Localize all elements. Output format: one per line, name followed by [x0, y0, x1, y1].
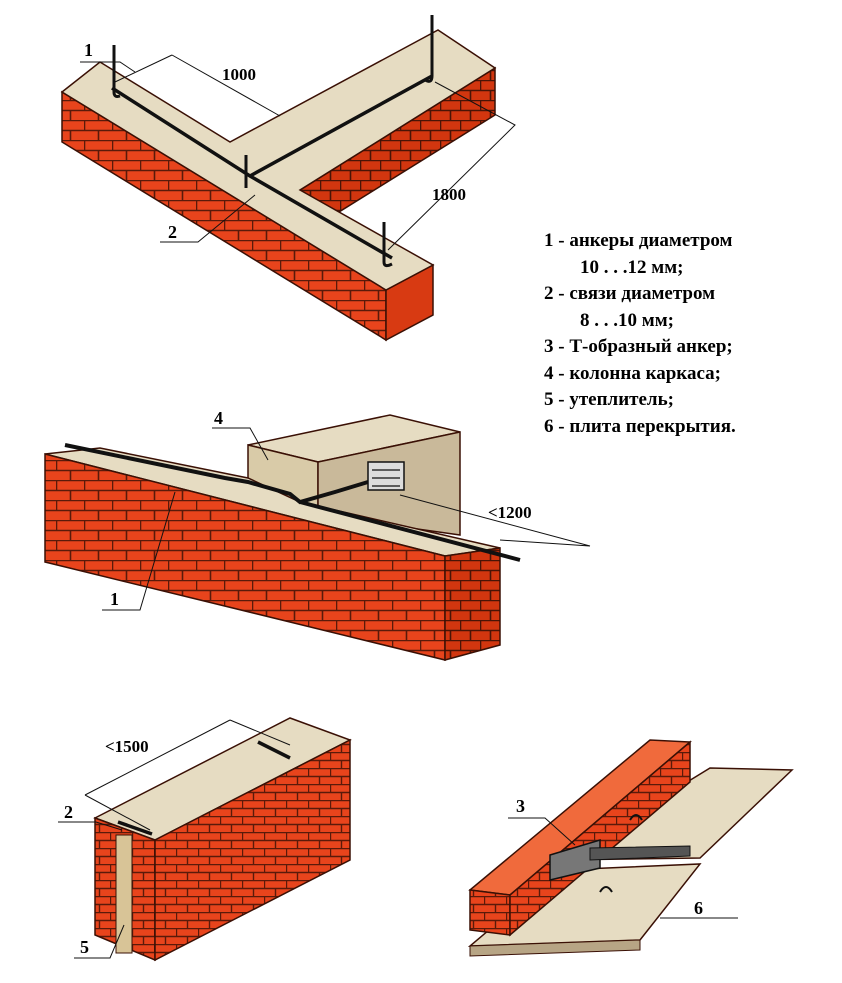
- iw-insulation: [115, 834, 133, 954]
- legend-item-2-cont: 8 . . .10 мм;: [580, 309, 674, 331]
- callout-top-1: 1: [84, 40, 93, 60]
- callout-br-3: 3: [516, 796, 525, 816]
- legend-item-2: 2 - связи диаметром: [544, 283, 716, 304]
- callout-bl-2: 2: [64, 802, 73, 822]
- legend-item-3: 3 - Т-образный анкер;: [544, 336, 733, 357]
- t-anchor-branch: [424, 15, 434, 83]
- legend: 1 - анкеры диаметром 10 . . .12 мм; 2 - …: [544, 228, 834, 440]
- t-junction-wall: 1000 1800 1 2: [60, 15, 516, 342]
- column-anchor-rod: [64, 443, 521, 562]
- lifting-loop-1: [629, 814, 643, 821]
- dim-line-1000: [114, 54, 281, 117]
- t-tie-rod-branch: [249, 74, 433, 178]
- slab-anchor: 3 6: [467, 739, 794, 957]
- slab-edge: [469, 939, 641, 957]
- column-wall: <1200 4 1: [44, 408, 591, 661]
- t-anchor-end: [382, 222, 393, 268]
- wall-end: [444, 547, 501, 661]
- callout-br-6: 6: [694, 898, 703, 918]
- anchor-plate: [367, 461, 405, 491]
- br-wall-face: [469, 889, 511, 936]
- legend-item-1: 1 - анкеры диаметром: [544, 230, 733, 251]
- callout-bl-5: 5: [80, 937, 89, 957]
- t-anchor: [549, 838, 601, 881]
- dim-line-1500: [84, 719, 291, 831]
- legend-item-4: 4 - колонна каркаса;: [544, 362, 721, 384]
- iw-tie-rod: [117, 740, 291, 836]
- dim-line-1800: [387, 81, 516, 251]
- callout-mid-4: 4: [214, 408, 223, 428]
- lifting-loop-2: [599, 886, 613, 893]
- callout-mid-1: 1: [110, 589, 119, 609]
- callout-top-2: 2: [168, 222, 177, 242]
- legend-item-5: 5 - утеплитель;: [544, 389, 674, 410]
- dim-1200: <1200: [488, 503, 532, 522]
- t-anchor-left: [112, 45, 121, 98]
- insulated-wall: <1500 2 5: [58, 717, 352, 962]
- dim-1500: <1500: [105, 737, 149, 756]
- legend-item-1-cont: 10 . . .12 мм;: [580, 256, 684, 278]
- iw-face: [154, 738, 351, 962]
- legend-item-6: 6 - плита перекрытия.: [544, 415, 736, 437]
- dim-1800: 1800: [432, 185, 466, 204]
- br-wall-side: [509, 740, 691, 937]
- t-anchor-arm: [589, 845, 691, 861]
- dim-1000: 1000: [222, 65, 256, 84]
- dim-line-1200: [399, 494, 591, 547]
